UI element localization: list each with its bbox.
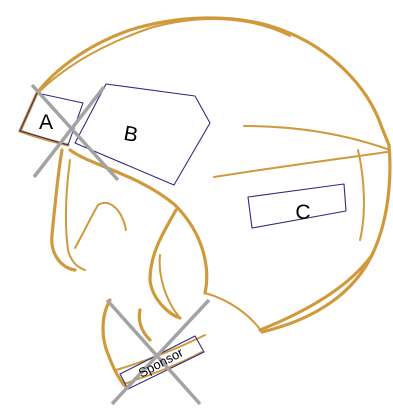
helmet-rear-ridge <box>244 126 390 150</box>
helmet-front-jaw <box>52 150 75 270</box>
helmet-jaw-line <box>66 160 85 270</box>
ear-flap-rear-inner <box>160 255 180 318</box>
helmet-outline <box>20 18 390 386</box>
ear-flap-front <box>75 203 126 248</box>
cross-line <box>112 300 209 404</box>
cross-line <box>107 300 200 404</box>
helmet-front-cheek <box>70 150 207 293</box>
zone-b-label: B <box>122 122 140 147</box>
zone-labels: A B C Sponsor <box>39 111 311 381</box>
helmet-bottom-rim-inner <box>205 293 262 332</box>
zone-c-label: C <box>295 201 310 224</box>
helmet-back-seam <box>358 150 364 240</box>
zone-a-label: A <box>39 111 53 134</box>
ear-flap-rear <box>150 210 180 318</box>
